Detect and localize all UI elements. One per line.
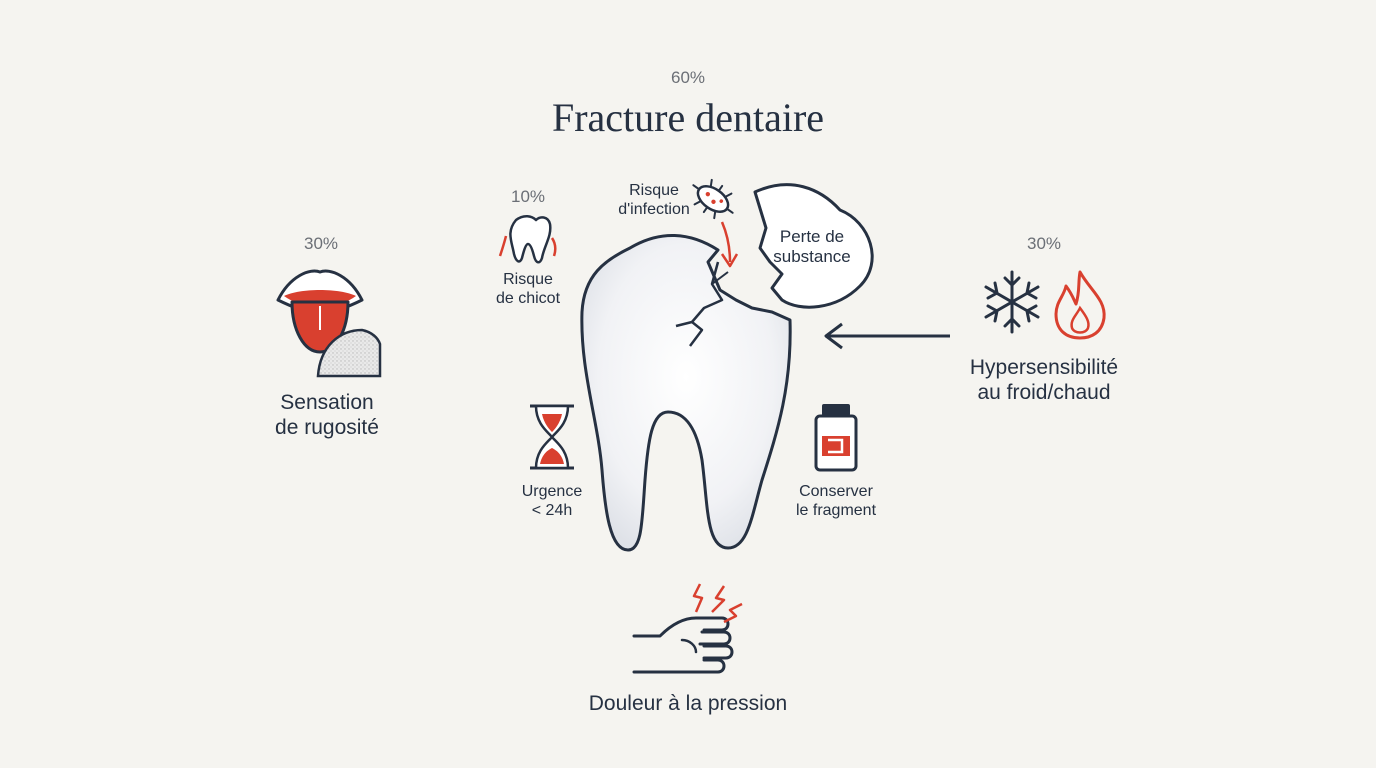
substance-label: Perte de substance [760,227,864,268]
substance-line1: Perte de [779,227,845,246]
substance-line2: substance [773,247,851,267]
sensitivity-arrow [824,322,950,350]
hourglass-icon [530,404,574,470]
hypersensibilite-percent: 30% [1026,234,1062,253]
flame-icon [1054,270,1106,340]
infection-line2: d'infection [618,201,690,219]
infection-label: Risque d'infection [604,181,704,219]
broken-tooth-icon [498,215,557,264]
page-title: Fracture dentaire [551,95,825,140]
fragment-line1: Conserver [799,483,873,500]
main-percent: 60% [670,68,706,87]
tooth-icon [580,234,792,552]
hypersensibilite-line1: Hypersensibilité [969,356,1119,379]
fragment-shape [753,183,874,309]
rugosite-line2: de rugosité [275,416,379,440]
hypersensibilite-label: Hypersensibilité au froid/chaud [924,355,1164,405]
hand-pain-icon [632,583,743,674]
tongue-icon [276,269,382,378]
rugosite-label: Sensation de rugosité [227,390,427,440]
vial-icon [814,404,858,472]
fragment-label: Conserver le fragment [776,482,896,520]
urgence-line1: Urgence [521,483,583,500]
rugosite-line1: Sensation [280,391,374,414]
bacteria-icon [692,178,734,220]
hypersensibilite-line2: au froid/chaud [977,381,1111,405]
infection-line1: Risque [629,182,679,199]
infection-arrow [720,221,739,268]
chicot-line2: de chicot [495,290,561,308]
rugosite-percent: 30% [303,234,339,253]
chicot-label: Risque de chicot [468,270,588,308]
douleur-label: Douleur à la pression [588,692,788,715]
urgence-line2: < 24h [531,502,573,520]
chicot-line1: Risque [503,271,553,288]
urgence-label: Urgence < 24h [497,482,607,520]
snowflake-icon [984,270,1040,334]
fragment-line2: le fragment [795,502,877,520]
chicot-percent: 10% [510,187,546,206]
